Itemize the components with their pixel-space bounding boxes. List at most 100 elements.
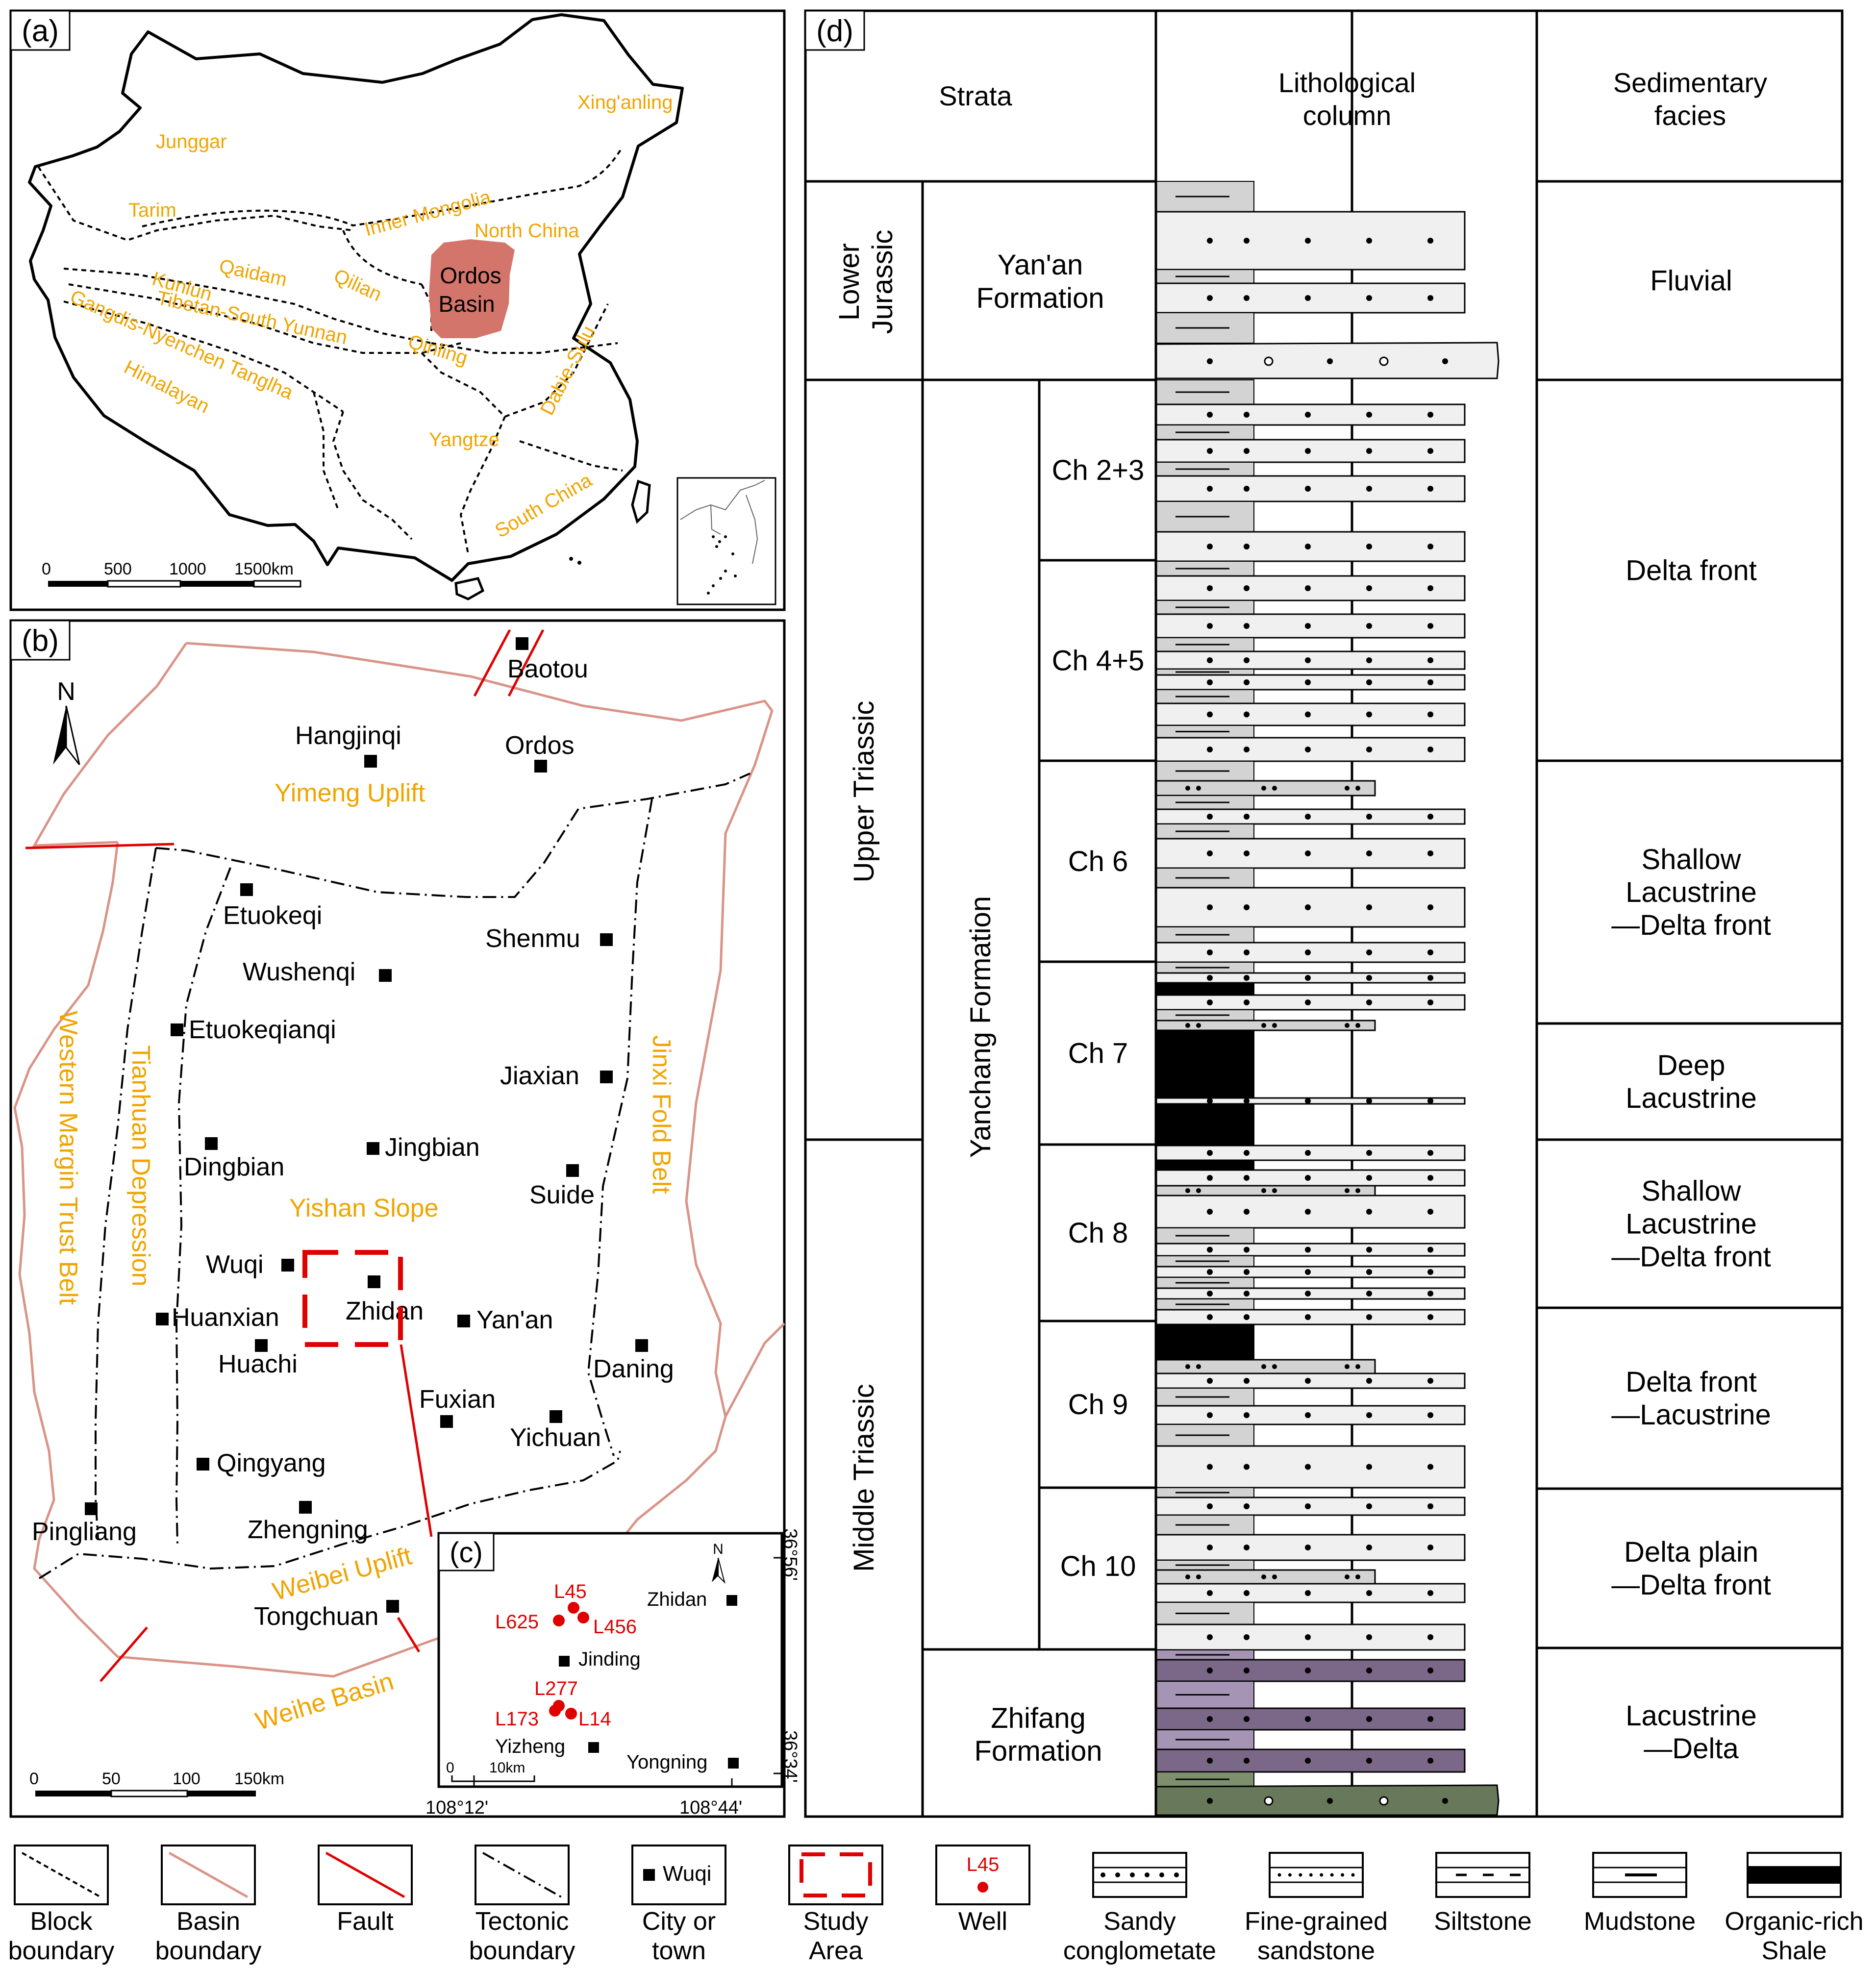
grain-dot: [1427, 448, 1433, 454]
grain-dot: [1244, 623, 1250, 629]
city-marker-icon: [205, 1137, 218, 1150]
grain-dot: [1366, 1291, 1372, 1297]
lithological-column: [1155, 181, 1500, 1816]
north-label-c: N: [713, 1541, 724, 1557]
grain-dot: [1244, 1175, 1250, 1181]
grain-dot: [1305, 1758, 1311, 1764]
north-arrow-c: N: [712, 1541, 725, 1584]
grain-dot: [1244, 1412, 1250, 1418]
label-north-china: North China: [475, 220, 579, 242]
member-label: Ch 7: [1068, 1038, 1128, 1070]
silt-dot: [1272, 1574, 1277, 1579]
panel-b-label-box: [10, 620, 71, 661]
taiwan-island: [631, 479, 651, 524]
grain-dot: [1207, 1758, 1213, 1764]
city-label: Shenmu: [485, 924, 580, 953]
formation-yanan-2: Formation: [976, 282, 1104, 314]
city-marker-icon: [156, 1313, 169, 1325]
city-huachi: Huachi: [218, 1339, 298, 1378]
legend-swatch: [1592, 1852, 1687, 1898]
grain-dot: [1305, 1545, 1311, 1550]
grain-dot: [1305, 999, 1311, 1005]
legend-label: Fine-grained: [1245, 1907, 1388, 1936]
grain-dot: [1427, 747, 1433, 752]
header-strata: Strata: [939, 80, 1012, 111]
city-marker-icon: [240, 883, 253, 896]
grain-dot: [1244, 1150, 1250, 1156]
header-facies-1: Sedimentary: [1613, 67, 1767, 98]
grain-dot: [1305, 1150, 1311, 1156]
grain-dot: [1427, 1545, 1433, 1550]
grain-dot: [1427, 1503, 1433, 1509]
grain-dot: [1442, 358, 1448, 364]
legend-label: Mudstone: [1584, 1907, 1696, 1936]
grain-dot: [1427, 1269, 1433, 1275]
label-jinxi-fold-belt: Jinxi Fold Belt: [647, 1035, 675, 1194]
city-marker-icon: [364, 755, 377, 768]
grain-dot: [1366, 1269, 1372, 1275]
grain-dot: [1427, 623, 1433, 629]
grain-dot: [1207, 679, 1213, 685]
grain-dot: [1244, 1464, 1250, 1470]
legend-swatch: [935, 1845, 1030, 1905]
grain-dot: [1305, 1668, 1311, 1673]
grain-dot: [1305, 814, 1311, 820]
silt-dot: [1261, 1188, 1266, 1193]
grain-dot: [1427, 1209, 1433, 1215]
well-l45: L45: [554, 1581, 587, 1614]
grain-dot: [1207, 1291, 1213, 1297]
series-middle-triassic: Middle Triassic: [848, 1384, 880, 1572]
city-zhengning: Zhengning: [248, 1501, 368, 1544]
silt-dot: [1185, 786, 1190, 791]
grain-dot: [1427, 585, 1433, 591]
city-suide: Suide: [529, 1164, 595, 1209]
grain-dot: [1427, 1314, 1433, 1320]
facies-label: Shallow: [1641, 844, 1741, 875]
block-boundary-icon: [22, 1852, 101, 1898]
well-label: L277: [534, 1678, 578, 1699]
legend-well-sample: L45: [967, 1854, 1000, 1875]
grain-dot: [1277, 1873, 1281, 1877]
grain-dot: [1244, 1269, 1250, 1275]
facies-label: Delta front: [1626, 555, 1757, 587]
grain-dot: [1427, 1464, 1433, 1470]
grain-dot: [1427, 1291, 1433, 1297]
member-label: Ch 9: [1068, 1389, 1128, 1421]
silt-dot: [1345, 1574, 1350, 1579]
legend-label: Siltstone: [1434, 1907, 1531, 1936]
shale-bed: [1155, 982, 1254, 996]
grain-dot: [1244, 814, 1250, 820]
grain-dot: [1244, 747, 1250, 752]
grain-dot: [1341, 1873, 1345, 1877]
silt-dot: [1185, 1364, 1190, 1369]
panel-a-label: (a): [22, 14, 59, 48]
town-yongning: Yongning: [626, 1751, 739, 1773]
grain-dot: [1305, 1503, 1311, 1509]
pebble: [1379, 1796, 1389, 1806]
city-marker-icon: [299, 1501, 312, 1514]
grain-dot: [1244, 1378, 1250, 1384]
series-lower-jurassic-2: Jurassic: [867, 230, 899, 334]
pebble: [1264, 356, 1274, 366]
header-litho-2: column: [1303, 100, 1392, 131]
grain-dot: [1366, 1175, 1372, 1181]
grain-dot: [1244, 295, 1250, 301]
faults: [25, 629, 545, 1682]
legend-label: boundary: [8, 1937, 115, 1965]
grain-dot: [1244, 1590, 1250, 1596]
silt-dot: [1345, 1364, 1350, 1369]
town-label: Yongning: [626, 1751, 707, 1773]
grain-dot: [1427, 1175, 1433, 1181]
grain-dot: [1207, 975, 1213, 981]
scale-b-150: 150km: [234, 1770, 284, 1788]
city-marker-icon: [600, 933, 613, 946]
facies-label: —Delta front: [1611, 909, 1771, 941]
grain-dot: [1305, 711, 1311, 718]
city-marker-icon: [457, 1315, 470, 1327]
lat-top: 36°56': [780, 1528, 800, 1581]
formation-yanan-1: Yan'an: [998, 249, 1083, 281]
grain-dot: [1207, 238, 1213, 244]
